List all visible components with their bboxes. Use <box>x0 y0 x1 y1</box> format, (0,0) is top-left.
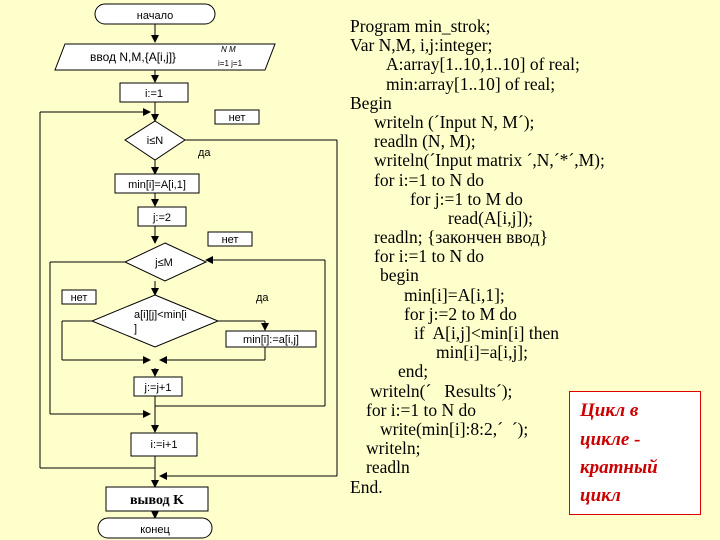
code-line: for j:=2 to M do <box>404 303 517 324</box>
assign-min2-box <box>225 330 317 348</box>
init-i-label: i:=1 <box>145 88 163 100</box>
assign-min2-label: min[i]:=a[i,j] <box>243 334 299 346</box>
code-line: min[i]=a[i,j]; <box>436 342 528 363</box>
note-line-2: цикле - <box>580 429 641 450</box>
cond-i-yes-label: да <box>198 147 211 159</box>
code-line: writeln(´ Results´); <box>370 380 513 401</box>
note-line-3: кратный <box>580 457 658 478</box>
assign-min-label: min[i]=A[i,1] <box>128 179 186 191</box>
flowchart: начало ввод N,M,{A[i,j]} N M i=1 j=1 i:=… <box>39 3 338 539</box>
code-line: readln (N, M); <box>374 131 476 152</box>
init-j-label: j:=2 <box>152 212 171 224</box>
init-j-box <box>137 206 187 227</box>
code-line: writeln(´Input matrix ´,N,´*´,M); <box>374 150 605 171</box>
code-line: A:array[1..10,1..10] of real; <box>386 54 580 75</box>
cond-compare-yes-label: да <box>256 292 269 304</box>
cond-compare-no-label: нет <box>71 292 88 304</box>
nested-loop-note: Цикл в цикле - кратный цикл <box>569 391 701 515</box>
start-label: начало <box>137 10 173 22</box>
code-line: for i:=1 to N do <box>366 399 476 420</box>
end-label: конец <box>140 524 170 536</box>
start-terminator <box>94 3 216 25</box>
cond-compare-diamond <box>90 294 220 348</box>
code-line: read(A[i,j]); <box>448 207 534 228</box>
input-index-top: N M <box>221 45 236 54</box>
output-box <box>105 486 209 512</box>
code-line: readln; {закончен ввод} <box>374 227 549 248</box>
cond-i-label: i≤N <box>147 135 163 147</box>
cond-compare-line1: a[i][j]<min[i <box>134 309 187 321</box>
cond-j-no-label: нет <box>222 234 239 246</box>
cond-compare-line2: ] <box>134 323 137 335</box>
assign-min-box <box>114 173 200 194</box>
code-line: End. <box>350 476 383 497</box>
code-line: for i:=1 to N do <box>374 169 484 190</box>
inc-j-box <box>133 376 183 397</box>
cond-j-diamond <box>123 242 208 282</box>
cond-i-diamond <box>124 120 186 161</box>
cond-j-label: j≤M <box>154 257 173 269</box>
code-line: Begin <box>350 92 392 113</box>
code-line: min:array[1..10] of real; <box>386 73 556 94</box>
code-line: writeln (´Input N, M´); <box>374 111 535 132</box>
inc-i-box <box>130 432 198 457</box>
code-line: for j:=1 to M do <box>410 188 523 209</box>
code-line: write(min[i]:8:2,´ ´); <box>380 418 529 439</box>
end-terminator <box>97 517 213 539</box>
inc-i-label: i:=i+1 <box>151 439 178 451</box>
input-parallelogram <box>54 43 276 71</box>
code-line: writeln; <box>366 438 421 459</box>
code-line: readln <box>366 457 410 478</box>
code-line: end; <box>398 361 429 382</box>
code-line: for i:=1 to N do <box>374 246 484 267</box>
cond-i-no-label: нет <box>229 112 246 124</box>
input-label: ввод N,M,{A[i,j]} <box>90 50 176 64</box>
inc-j-label: j:=j+1 <box>144 382 172 394</box>
code-line: min[i]=A[i,1]; <box>404 284 505 305</box>
init-i-box <box>119 82 189 103</box>
note-line-1: Цикл в <box>580 400 639 421</box>
pascal-code-listing: Program min_strok;Var N,M, i,j:integer;A… <box>350 16 605 497</box>
code-line: Program min_strok; <box>350 16 491 36</box>
code-line: begin <box>380 265 419 286</box>
note-line-4: цикл <box>580 485 621 506</box>
input-index-bottom: i=1 j=1 <box>218 59 243 68</box>
code-line: Var N,M, i,j:integer; <box>350 35 493 56</box>
code-line: if A[i,j]<min[i] then <box>414 323 559 343</box>
output-label: вывод K <box>130 493 184 508</box>
